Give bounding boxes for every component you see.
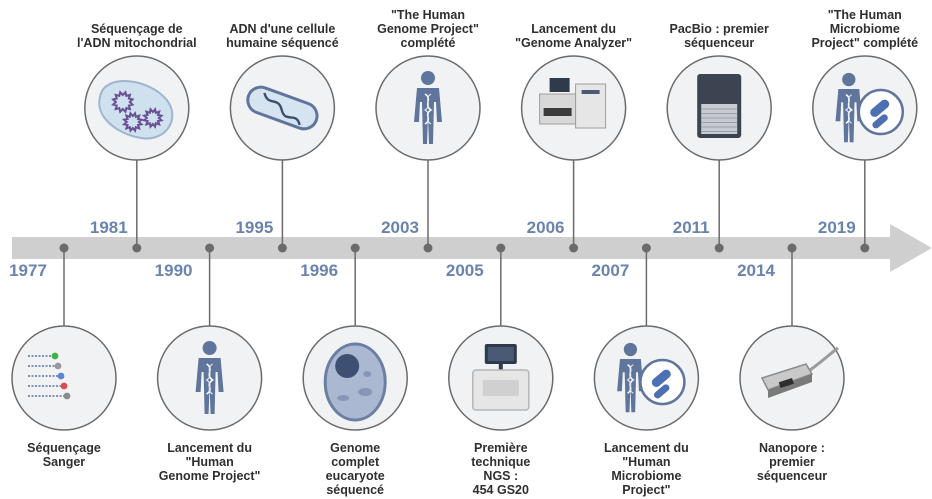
event-caption: Nanopore : premier séquenceur xyxy=(756,441,828,483)
timeline-dot xyxy=(205,243,215,253)
pacbio-sequencer-icon xyxy=(697,74,742,138)
event-year: 2005 xyxy=(445,261,484,280)
sanger-sequencing-icon xyxy=(28,352,71,400)
event-caption: "The Human Genome Project" complété xyxy=(377,8,479,50)
event-caption: Genome complet eucaryote séquencé xyxy=(325,441,385,497)
event-caption: Lancement du "Genome Analyzer" xyxy=(515,22,633,50)
timeline-dot xyxy=(496,243,506,253)
ngs-machine-icon xyxy=(472,344,530,411)
event-year: 1996 xyxy=(300,261,339,280)
timeline-dot xyxy=(350,243,360,253)
nanopore-device-icon xyxy=(760,346,839,398)
timeline-dot xyxy=(59,243,69,253)
timeline-dot xyxy=(714,243,724,253)
human-dna-figure-icon xyxy=(414,71,442,144)
bacterium-icon xyxy=(246,85,319,131)
genome-analyzer-icon xyxy=(539,78,607,129)
timeline-dot xyxy=(641,243,651,253)
event-year: 2006 xyxy=(526,218,565,237)
event-caption: Lancement du "Human Genome Project" xyxy=(158,441,261,483)
event-caption: ADN d'une cellule humaine séquencé xyxy=(226,22,339,50)
event-year: 2003 xyxy=(381,218,419,237)
timeline-dot xyxy=(277,243,287,253)
event-caption: Séquençage Sanger xyxy=(27,441,101,469)
timeline-dot xyxy=(569,243,579,253)
event-circle xyxy=(11,325,117,431)
timeline-dot xyxy=(132,243,142,253)
event-year: 1990 xyxy=(154,261,193,280)
timeline-dot xyxy=(423,243,433,253)
timeline-dot xyxy=(860,243,870,253)
timeline-dot xyxy=(787,243,797,253)
event-caption: PacBio : premier séquenceur xyxy=(669,22,769,50)
event-caption: Lancement du "Human Microbiome Project" xyxy=(604,441,689,497)
human-microbiome-icon xyxy=(617,342,686,413)
event-year: 2011 xyxy=(672,218,710,237)
event-year: 1995 xyxy=(235,218,274,237)
event-year: 1981 xyxy=(89,218,128,237)
event-year: 2014 xyxy=(737,261,775,280)
event-year: 2007 xyxy=(591,261,630,280)
mitochondria-icon xyxy=(98,80,174,140)
eukaryotic-cell-icon xyxy=(323,342,387,422)
event-year: 2019 xyxy=(817,218,856,237)
event-year: 1977 xyxy=(9,261,47,280)
timeline-arrow xyxy=(12,224,932,272)
event-caption: Première technique NGS : 454 GS20 xyxy=(471,441,531,497)
human-dna-figure-icon xyxy=(195,341,224,414)
event-caption: "The Human Microbiome Project" complété xyxy=(811,8,919,50)
event-caption: Séquençage de l'ADN mitochondrial xyxy=(76,22,197,50)
